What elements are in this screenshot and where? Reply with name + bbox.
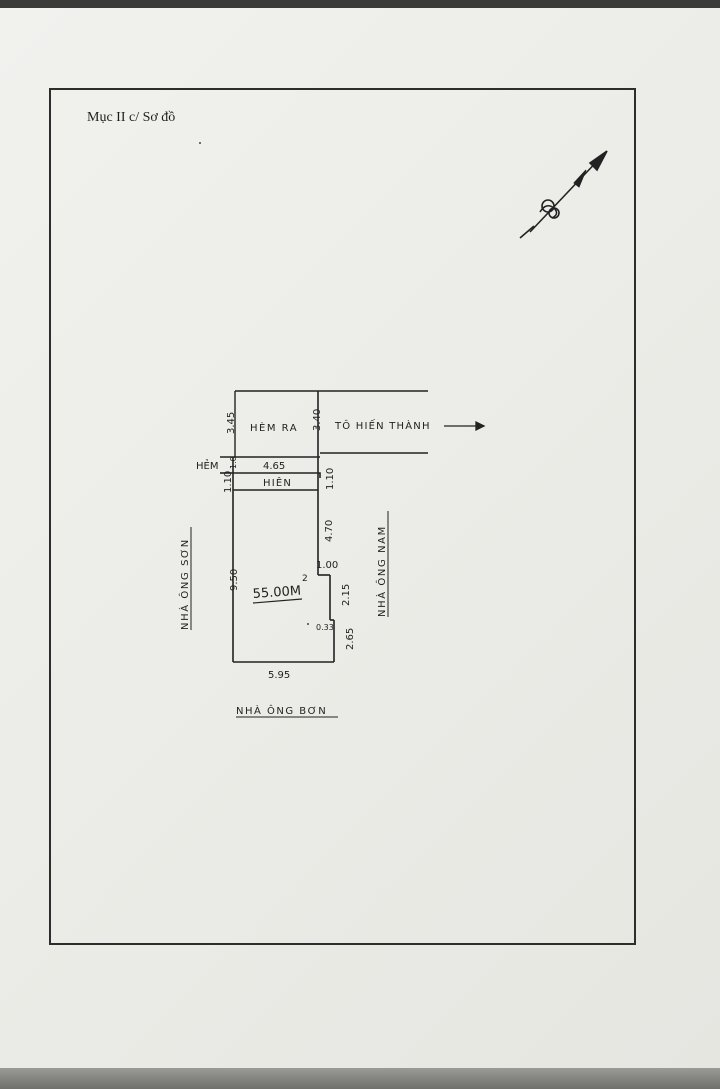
dim-5-95: 5.95 bbox=[268, 670, 290, 681]
area-label: 55.00M bbox=[252, 584, 301, 602]
dim-1-00: 1.00 bbox=[316, 560, 338, 571]
alley-exit-label: HÈM RA bbox=[250, 421, 298, 434]
dim-2-65: 2.65 bbox=[345, 628, 356, 650]
paper-sheet bbox=[0, 8, 720, 1070]
neighbor-bottom-label: NHÀ ÔNG BƠN bbox=[236, 704, 327, 717]
dim-4-70: 4.70 bbox=[324, 520, 335, 542]
dim-2-15: 2.15 bbox=[341, 584, 352, 606]
drawing-frame bbox=[49, 88, 636, 945]
dim-9-50: 9.50 bbox=[229, 569, 240, 591]
area-superscript: 2 bbox=[302, 574, 308, 584]
street-direction-arrow bbox=[444, 420, 486, 432]
dim-1-10-right: 1.10 bbox=[325, 468, 336, 490]
dim-small: 1.0 bbox=[229, 456, 238, 469]
photo-bottom-edge bbox=[0, 1068, 720, 1089]
alley-label: HẺM bbox=[196, 458, 218, 472]
street-label: TÔ HIẾN THÀNH bbox=[334, 418, 431, 432]
alley-outline bbox=[220, 390, 428, 458]
section-heading: Mục II c/ Sơ đồ bbox=[87, 110, 176, 125]
dim-3-40: 3.40 bbox=[312, 409, 323, 431]
dim-1-10-left: 1.10 bbox=[223, 471, 234, 493]
stray-mark bbox=[307, 623, 309, 625]
dim-3-45: 3.45 bbox=[226, 412, 237, 434]
area-underline bbox=[252, 598, 303, 604]
neighbor-right-label: NHÀ ÔNG NAM bbox=[375, 525, 388, 617]
neighbor-left-label: NHÀ ÔNG SƠN bbox=[178, 538, 191, 630]
porch-label: HIÊN bbox=[263, 476, 292, 489]
lot-outline bbox=[220, 391, 335, 663]
dim-0-33: 0.33 bbox=[316, 623, 334, 632]
stray-mark bbox=[199, 142, 201, 144]
north-arrow-icon bbox=[519, 150, 608, 239]
dim-4-65: 4.65 bbox=[263, 461, 285, 472]
photo-top-edge bbox=[0, 0, 720, 9]
